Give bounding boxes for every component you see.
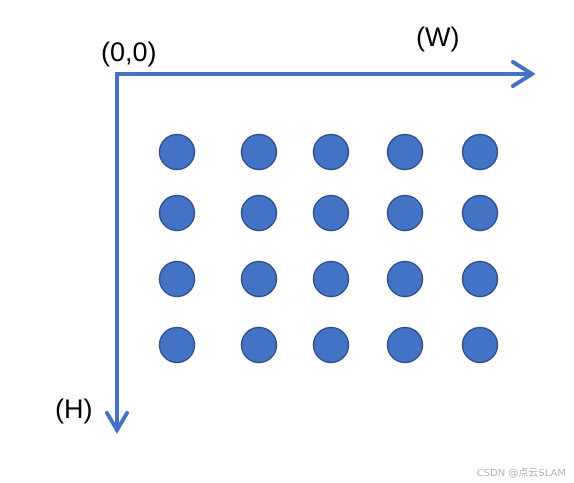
- origin-label: (0,0): [101, 37, 157, 67]
- grid-dot-r3-c5: [461, 260, 499, 298]
- grid-dot-r1-c4: [386, 133, 424, 171]
- grid-dot-r2-c2: [240, 194, 278, 232]
- grid-dot-r4-c1: [158, 326, 196, 364]
- watermark: CSDN @点云SLAM: [477, 467, 566, 479]
- w-axis: [115, 60, 536, 88]
- grid-dot-r2-c4: [386, 194, 424, 232]
- grid-dot-r4-c5: [461, 326, 499, 364]
- grid-dot-r3-c3: [312, 260, 350, 298]
- grid-dot-r3-c4: [386, 260, 424, 298]
- grid-dot-r3-c1: [158, 260, 196, 298]
- w-axis-label: (W): [416, 22, 459, 52]
- grid-dot-r2-c5: [461, 194, 499, 232]
- grid-dot-r2-c1: [158, 194, 196, 232]
- grid-dot-r1-c1: [158, 133, 196, 171]
- grid-dot-r3-c2: [240, 260, 278, 298]
- grid-dot-r1-c5: [461, 133, 499, 171]
- grid-dot-r4-c2: [240, 326, 278, 364]
- grid-dot-r4-c4: [386, 326, 424, 364]
- grid-dot-r1-c3: [312, 133, 350, 171]
- h-axis-label: (H): [55, 394, 92, 424]
- dot-grid: [158, 133, 499, 364]
- h-axis-arrowhead: [105, 411, 129, 434]
- grid-dot-r4-c3: [312, 326, 350, 364]
- w-axis-arrowhead: [511, 60, 536, 88]
- grid-dot-r2-c3: [312, 194, 350, 232]
- h-axis: [105, 72, 129, 434]
- grid-dot-r1-c2: [240, 133, 278, 171]
